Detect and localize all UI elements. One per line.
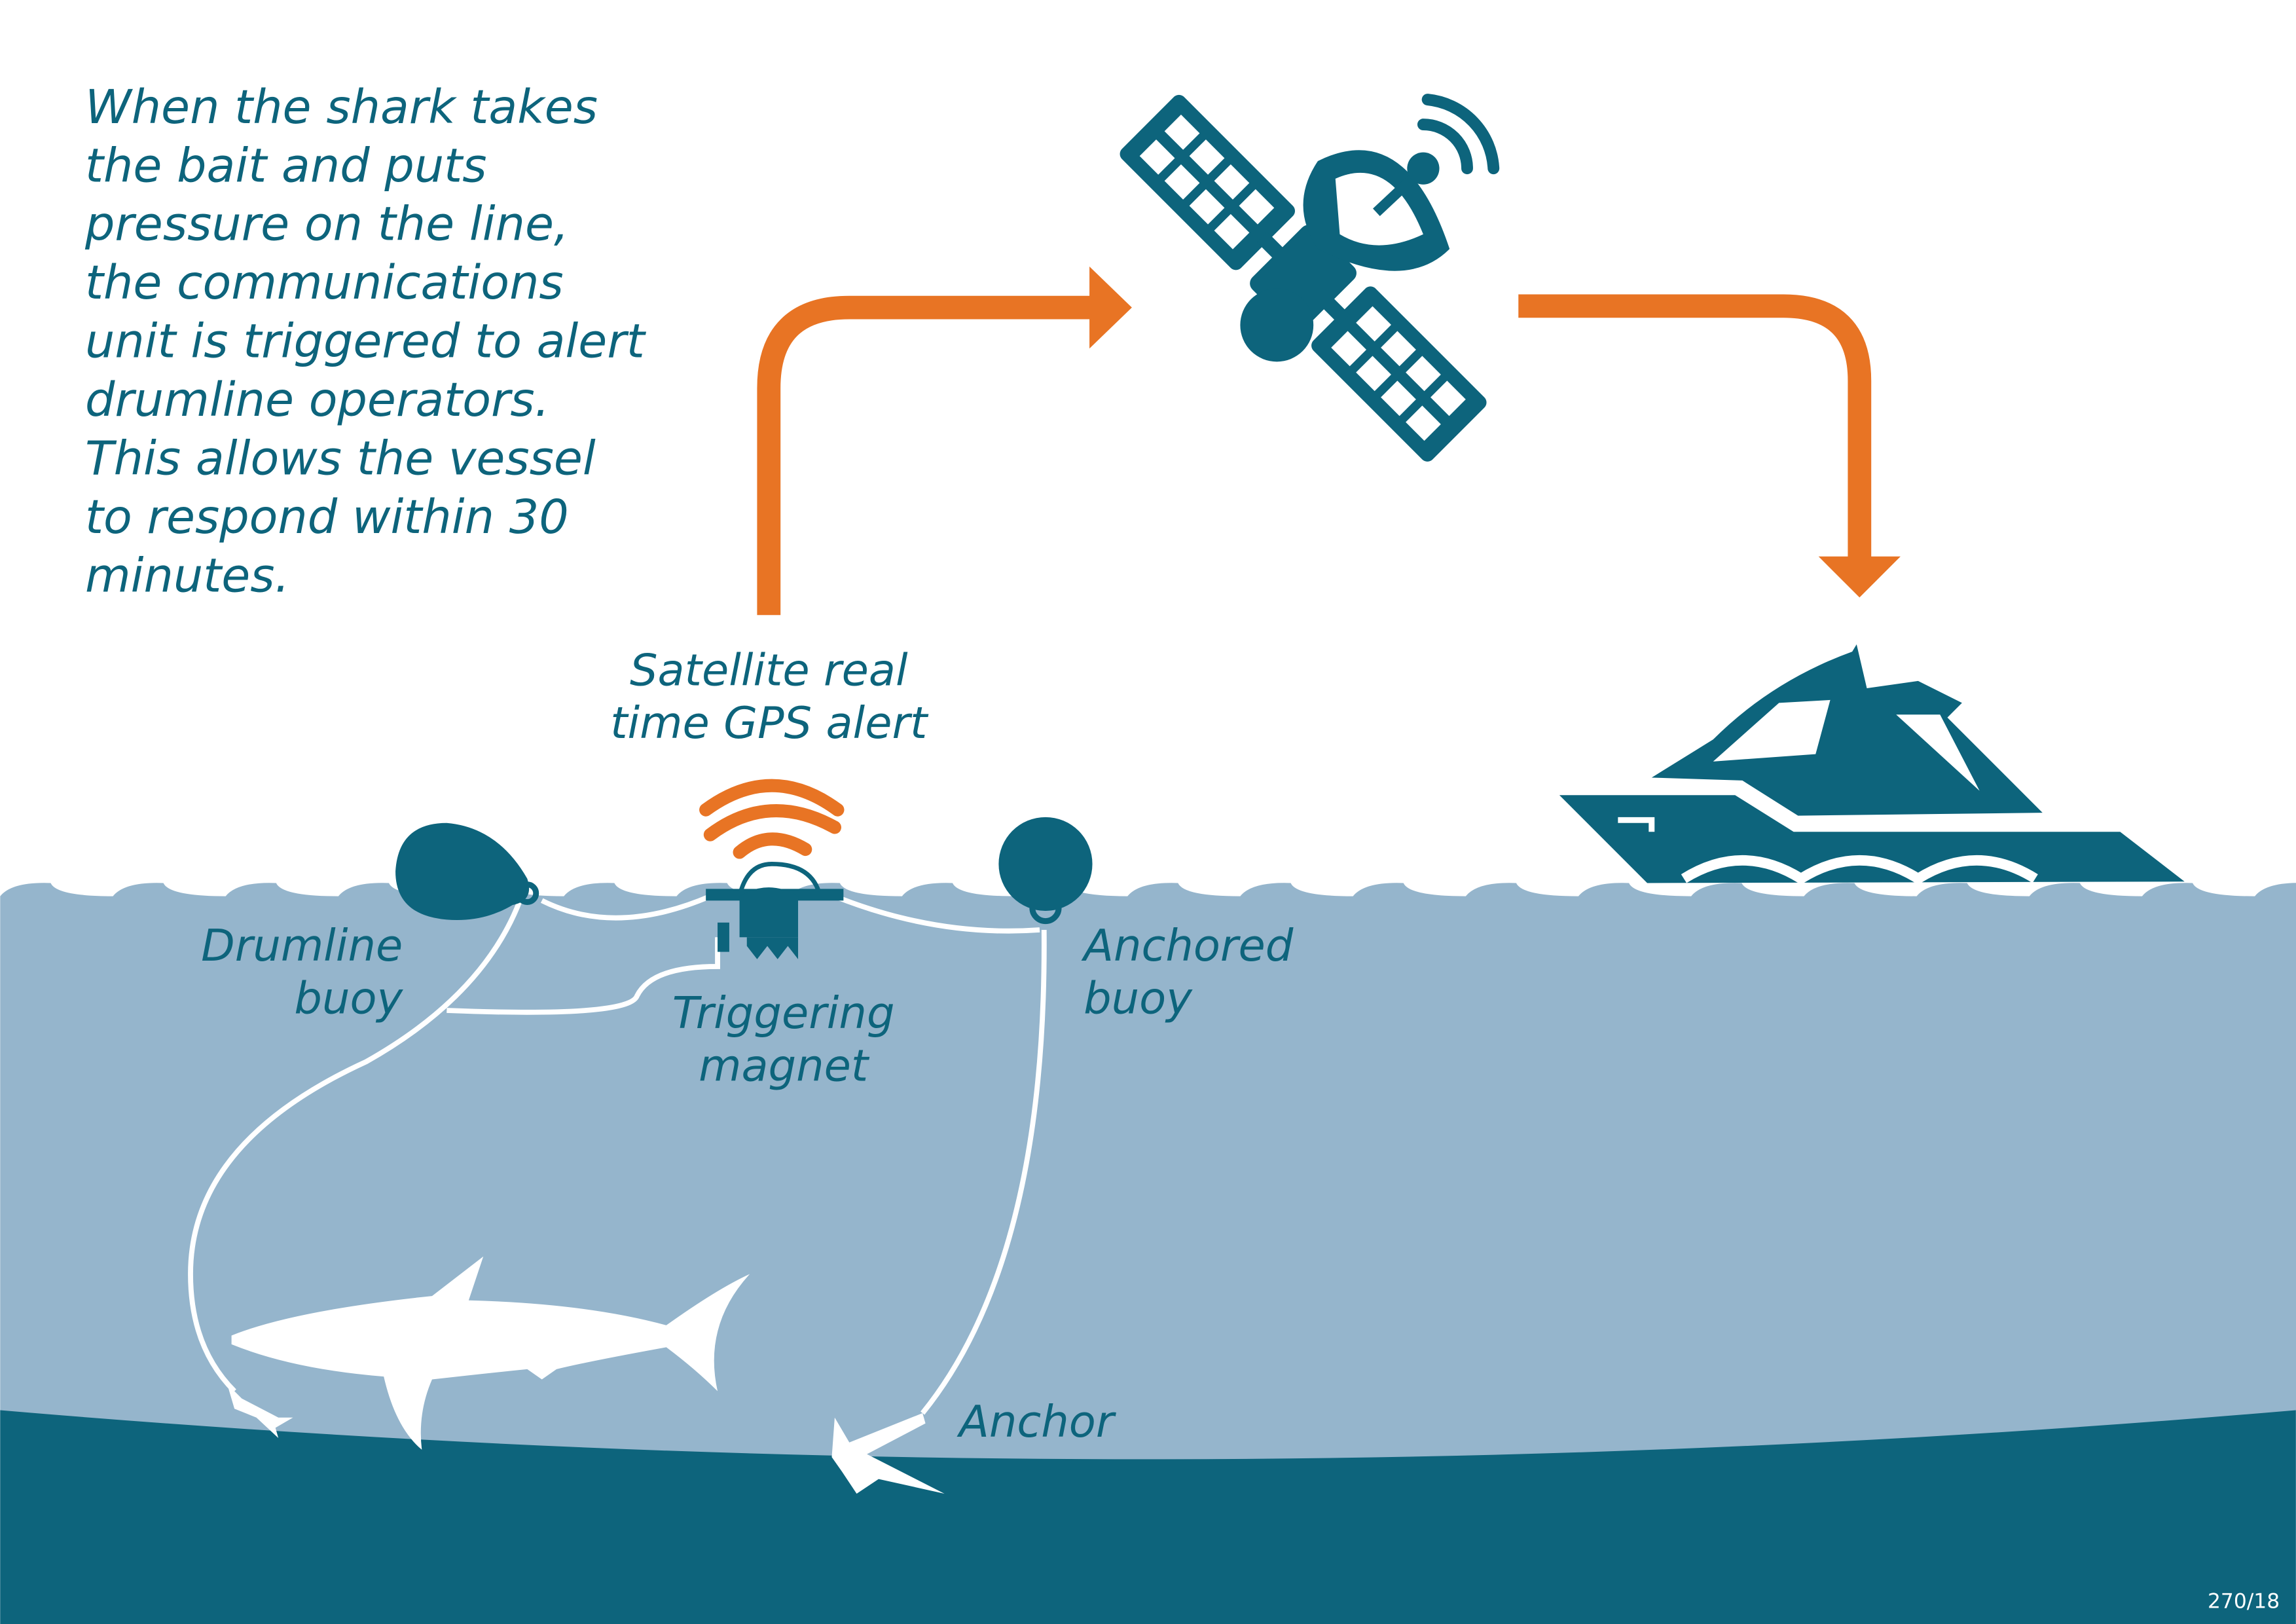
water-surface (0, 883, 2296, 1624)
description-line: unit is triggered to alert (85, 314, 647, 369)
description-line: When the shark takes (85, 80, 598, 134)
satellite-alert-label: time GPS alert (610, 697, 929, 748)
page-code: 270/18 (2208, 1589, 2280, 1613)
description-line: to respond within 30 (85, 490, 569, 544)
description-line: drumline operators. (85, 373, 549, 427)
shark-icon (227, 1256, 750, 1450)
drumline-buoy-label: Drumline (201, 920, 403, 971)
description-line: the bait and puts (85, 138, 487, 193)
description-line: the communications (85, 255, 564, 310)
anchor-label: Anchor (957, 1396, 1117, 1447)
description-text: When the shark takes the bait and puts p… (84, 80, 647, 603)
arrow-to-satellite (757, 266, 1132, 616)
satellite-alert-label: Satellite real (630, 645, 908, 696)
arrow-to-boat (1518, 294, 1901, 598)
drumline-buoy-icon (395, 822, 539, 921)
description-line: pressure on the line, (84, 197, 569, 251)
triggering-magnet-label: magnet (699, 1040, 870, 1091)
description-line: This allows the vessel (85, 432, 596, 486)
anchored-buoy-label: buoy (1084, 972, 1193, 1024)
anchor-icon (831, 1412, 945, 1494)
lines (188, 893, 1047, 1415)
communications-unit-icon (699, 779, 845, 959)
description-line: minutes. (85, 548, 289, 602)
triggering-magnet-label: Triggering (672, 987, 895, 1039)
anchored-buoy-icon (998, 817, 1093, 924)
anchored-buoy-label: Anchored (1081, 920, 1294, 971)
seabed (0, 1410, 2296, 1624)
boat-icon (1559, 644, 2185, 885)
drumline-buoy-label: buoy (294, 972, 403, 1024)
satellite-icon (1120, 94, 1500, 462)
